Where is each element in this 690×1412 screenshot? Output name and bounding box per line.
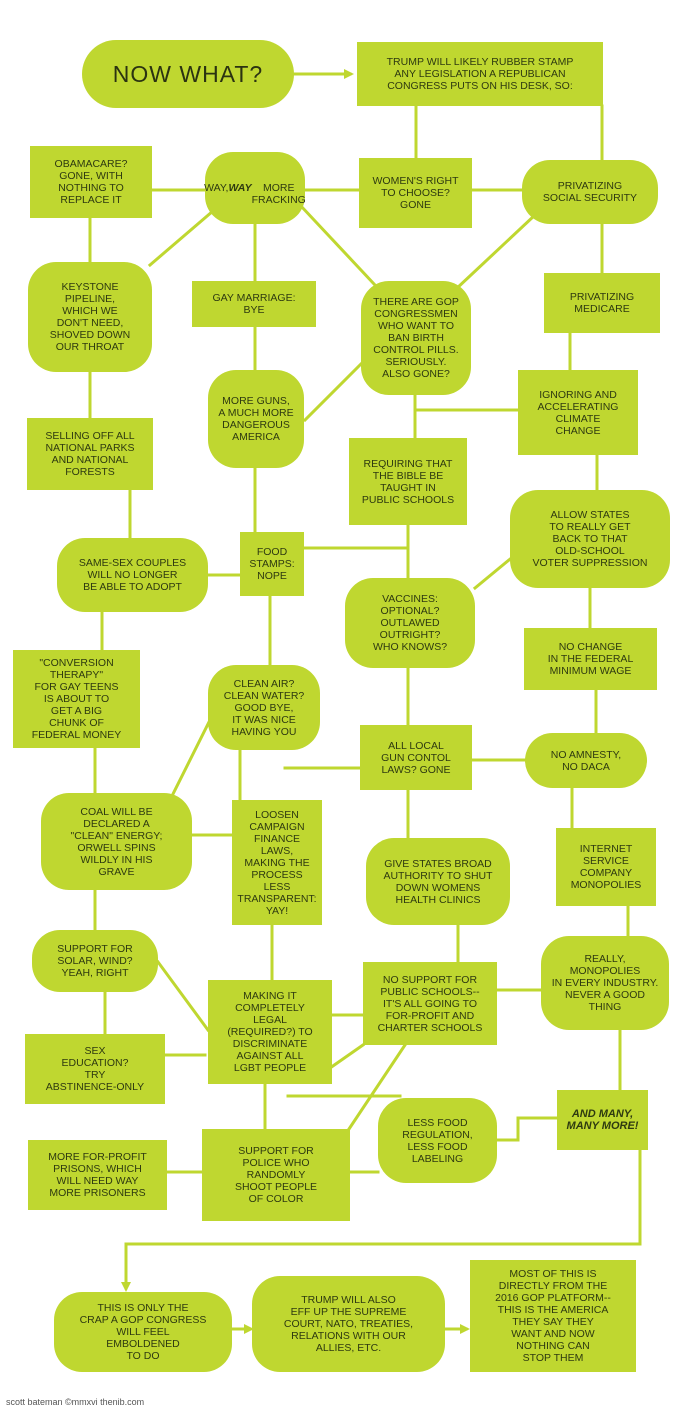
node-min-wage: NO CHANGE IN THE FEDERAL MINIMUM WAGE — [524, 628, 657, 690]
node-sex-ed: SEX EDUCATION? TRY ABSTINENCE-ONLY — [25, 1034, 165, 1104]
node-medicare: PRIVATIZING MEDICARE — [544, 273, 660, 333]
node-bible: REQUIRING THAT THE BIBLE BE TAUGHT IN PU… — [349, 438, 467, 525]
node-lgbt: MAKING IT COMPLETELY LEGAL (REQUIRED?) T… — [208, 980, 332, 1084]
node-same-sex-adopt: SAME-SEX COUPLES WILL NO LONGER BE ABLE … — [57, 538, 208, 612]
node-gun-laws: ALL LOCAL GUN CONTOL LAWS? GONE — [360, 725, 472, 790]
node-more-guns: MORE GUNS, A MUCH MORE DANGEROUS AMERICA — [208, 370, 304, 468]
node-obamacare: OBAMACARE? GONE, WITH NOTHING TO REPLACE… — [30, 146, 152, 218]
node-social-security: PRIVATIZING SOCIAL SECURITY — [522, 160, 658, 224]
node-clinics: GIVE STATES BROAD AUTHORITY TO SHUT DOWN… — [366, 838, 510, 925]
node-national-parks: SELLING OFF ALL NATIONAL PARKS AND NATIO… — [27, 418, 153, 490]
node-gop-platform: MOST OF THIS IS DIRECTLY FROM THE 2016 G… — [470, 1260, 636, 1372]
node-food-stamps: FOOD STAMPS: NOPE — [240, 532, 304, 596]
node-voter-suppression: ALLOW STATES TO REALLY GET BACK TO THAT … — [510, 490, 670, 588]
node-prisons: MORE FOR-PROFIT PRISONS, WHICH WILL NEED… — [28, 1140, 167, 1210]
title-now-what: NOW WHAT? — [82, 40, 294, 108]
node-only-crap: THIS IS ONLY THE CRAP A GOP CONGRESS WIL… — [54, 1292, 232, 1372]
fracking-text-start: WAY, — [204, 182, 229, 194]
node-womens-right: WOMEN'S RIGHT TO CHOOSE? GONE — [359, 158, 472, 228]
node-monopolies: REALLY, MONOPOLIES IN EVERY INDUSTRY. NE… — [541, 936, 669, 1030]
node-birth-control: THERE ARE GOP CONGRESSMEN WHO WANT TO BA… — [361, 281, 471, 395]
node-campaign: LOOSEN CAMPAIGN FINANCE LAWS, MAKING THE… — [232, 800, 322, 925]
node-isp: INTERNET SERVICE COMPANY MONOPOLIES — [556, 828, 656, 906]
node-coal: COAL WILL BE DECLARED A "CLEAN" ENERGY; … — [41, 793, 192, 890]
node-clean-air: CLEAN AIR? CLEAN WATER? GOOD BYE, IT WAS… — [208, 665, 320, 750]
node-public-schools: NO SUPPORT FOR PUBLIC SCHOOLS-- IT'S ALL… — [363, 962, 497, 1045]
node-intro: TRUMP WILL LIKELY RUBBER STAMP ANY LEGIS… — [357, 42, 603, 106]
node-keystone: KEYSTONE PIPELINE, WHICH WE DON'T NEED, … — [28, 262, 152, 372]
node-climate: IGNORING AND ACCELERATING CLIMATE CHANGE — [518, 370, 638, 455]
node-solar: SUPPORT FOR SOLAR, WIND? YEAH, RIGHT — [32, 930, 158, 992]
fracking-text-emphasis: WAY — [228, 182, 252, 194]
fracking-text-end: MORE FRACKING — [251, 182, 306, 206]
arrow-loop-to-bottom — [121, 1148, 642, 1292]
node-amnesty: NO AMNESTY, NO DACA — [525, 733, 647, 788]
node-fracking: WAY, WAY MORE FRACKING — [204, 152, 306, 224]
node-police: SUPPORT FOR POLICE WHO RANDOMLY SHOOT PE… — [202, 1129, 350, 1221]
node-gay-marriage: GAY MARRIAGE: BYE — [192, 281, 316, 327]
node-food-reg: LESS FOOD REGULATION, LESS FOOD LABELING — [378, 1098, 497, 1183]
node-many-more: AND MANY, MANY MORE! — [557, 1090, 648, 1150]
node-conversion: "CONVERSION THERAPY" FOR GAY TEENS IS AB… — [13, 650, 140, 748]
credit-line: scott bateman ©mmxvi thenib.com — [6, 1397, 145, 1407]
node-supreme-court: TRUMP WILL ALSO EFF UP THE SUPREME COURT… — [252, 1276, 445, 1372]
node-vaccines: VACCINES: OPTIONAL? OUTLAWED OUTRIGHT? W… — [345, 578, 475, 668]
